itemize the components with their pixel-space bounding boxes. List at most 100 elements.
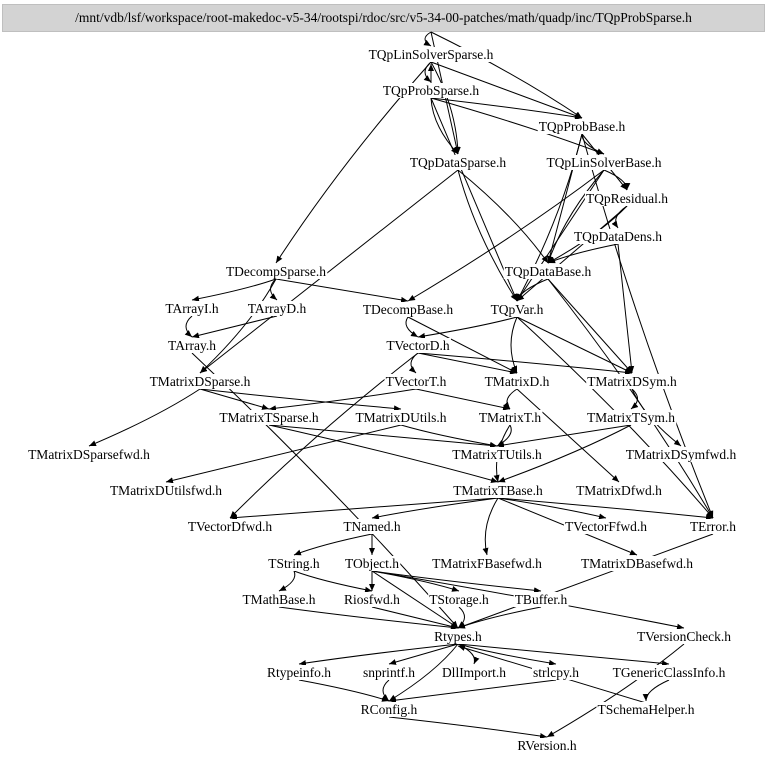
node-tqp-prob-sparse[interactable]: TQpProbSparse.h — [381, 83, 481, 98]
node-label[interactable]: TVersionCheck.h — [637, 629, 731, 644]
node-label[interactable]: TQpDataDens.h — [574, 229, 662, 244]
node-tqp-prob-base[interactable]: TQpProbBase.h — [537, 119, 627, 134]
node-tmatrix-t[interactable]: TMatrixT.h — [477, 410, 543, 425]
node-tarray-d[interactable]: TArrayD.h — [246, 301, 308, 316]
node-tgeneric-class-info[interactable]: TGenericClassInfo.h — [611, 665, 727, 680]
node-label[interactable]: TQpVar.h — [491, 302, 544, 317]
node-label[interactable]: TQpProbBase.h — [539, 119, 626, 134]
node-label[interactable]: TArrayI.h — [165, 301, 219, 316]
node-label[interactable]: TBuffer.h — [515, 592, 568, 607]
node-label[interactable]: TString.h — [268, 556, 320, 571]
node-label[interactable]: Riosfwd.h — [344, 592, 400, 607]
node-label[interactable]: TSchemaHelper.h — [597, 702, 694, 717]
node-label[interactable]: TMatrixDSym.h — [587, 374, 677, 389]
node-terror[interactable]: TError.h — [688, 519, 738, 534]
node-tmatrix-tsym[interactable]: TMatrixTSym.h — [585, 410, 677, 425]
node-tqp-var[interactable]: TQpVar.h — [489, 302, 545, 317]
node-label[interactable]: TMatrixTSparse.h — [219, 410, 319, 425]
node-label[interactable]: TMatrixDfwd.h — [576, 483, 662, 498]
node-label[interactable]: TMatrixFBasefwd.h — [432, 556, 542, 571]
node-tvector-dfwd[interactable]: TVectorDfwd.h — [186, 519, 274, 534]
node-tmatrix-d[interactable]: TMatrixD.h — [483, 374, 551, 389]
node-tmatrix-dutils[interactable]: TMatrixDUtils.h — [354, 410, 448, 425]
node-label[interactable]: TMatrixDSparsefwd.h — [28, 447, 150, 462]
node-tqp-data-dens[interactable]: TQpDataDens.h — [572, 229, 664, 244]
node-label[interactable]: TMatrixDSparse.h — [150, 374, 251, 389]
node-tdecomp-base[interactable]: TDecompBase.h — [361, 302, 455, 317]
node-label[interactable]: TNamed.h — [343, 519, 401, 534]
node-tdecomp-sparse[interactable]: TDecompSparse.h — [224, 264, 328, 279]
node-label[interactable]: RConfig.h — [361, 702, 418, 717]
node-tarray-i[interactable]: TArrayI.h — [164, 301, 220, 316]
node-label[interactable]: TVectorD.h — [386, 338, 450, 353]
node-tmatrix-dbasefwd[interactable]: TMatrixDBasefwd.h — [579, 556, 695, 571]
node-tqp-data-base[interactable]: TQpDataBase.h — [503, 264, 593, 279]
node-tstring[interactable]: TString.h — [267, 556, 321, 571]
node-label[interactable]: DllImport.h — [442, 665, 506, 680]
node-label[interactable]: TMatrixTSym.h — [587, 410, 675, 425]
node-rtypeinfo[interactable]: Rtypeinfo.h — [265, 665, 333, 680]
node-rversion[interactable]: RVersion.h — [516, 738, 578, 753]
node-tmatrix-tutils[interactable]: TMatrixTUtils.h — [451, 447, 544, 462]
node-tstorage[interactable]: TStorage.h — [428, 592, 491, 607]
node-label[interactable]: RVersion.h — [517, 738, 577, 753]
node-tmatrix-dsparse[interactable]: TMatrixDSparse.h — [148, 374, 252, 389]
node-tbuffer[interactable]: TBuffer.h — [513, 592, 569, 607]
node-rconfig[interactable]: RConfig.h — [359, 702, 419, 717]
node-tqp-data-sparse[interactable]: TQpDataSparse.h — [408, 155, 508, 170]
node-tqp-lin-solver-base[interactable]: TQpLinSolverBase.h — [545, 155, 663, 170]
node-tmatrix-fbasefwd[interactable]: TMatrixFBasefwd.h — [431, 556, 544, 571]
node-label[interactable]: TMatrixTUtils.h — [452, 447, 542, 462]
node-tobject[interactable]: TObject.h — [343, 556, 401, 571]
node-label[interactable]: TVectorFfwd.h — [565, 519, 647, 534]
node-tversion-check[interactable]: TVersionCheck.h — [635, 629, 733, 644]
node-label[interactable]: TMatrixDBasefwd.h — [581, 556, 693, 571]
node-label[interactable]: Rtypeinfo.h — [267, 665, 331, 680]
node-strlcpy[interactable]: strlcpy.h — [532, 665, 581, 680]
node-label[interactable]: TQpDataBase.h — [505, 264, 592, 279]
node-tmatrix-tbase[interactable]: TMatrixTBase.h — [452, 483, 545, 498]
node-label[interactable]: TMatrixDSymfwd.h — [626, 447, 737, 462]
node-tmath-base[interactable]: TMathBase.h — [241, 592, 317, 607]
node-label[interactable]: TQpLinSolverSparse.h — [369, 47, 494, 62]
node-label[interactable]: TMatrixD.h — [485, 374, 550, 389]
node-tnamed[interactable]: TNamed.h — [342, 519, 402, 534]
node-tvector-d[interactable]: TVectorD.h — [385, 338, 451, 353]
node-label[interactable]: TVectorDfwd.h — [188, 519, 273, 534]
node-snprintf[interactable]: snprintf.h — [361, 665, 417, 680]
node-tarray[interactable]: TArray.h — [167, 338, 218, 353]
node-tmatrix-dfwd[interactable]: TMatrixDfwd.h — [575, 483, 664, 498]
node-label[interactable]: TQpDataSparse.h — [410, 155, 507, 170]
node-label[interactable]: TStorage.h — [429, 592, 489, 607]
node-label[interactable]: TArrayD.h — [248, 301, 307, 316]
node-tmatrix-dutilsfwd[interactable]: TMatrixDUtilsfwd.h — [108, 483, 224, 498]
node-label[interactable]: TMathBase.h — [242, 592, 315, 607]
node-label[interactable]: TQpProbSparse.h — [383, 83, 480, 98]
node-label[interactable]: TMatrixT.h — [479, 410, 542, 425]
node-tmatrix-dsym[interactable]: TMatrixDSym.h — [586, 374, 679, 389]
file-header-node[interactable]: /mnt/vdb/lsf/workspace/root-makedoc-v5-3… — [2, 4, 765, 32]
node-label[interactable]: TError.h — [690, 519, 736, 534]
node-label[interactable]: TGenericClassInfo.h — [613, 665, 726, 680]
node-label[interactable]: snprintf.h — [363, 665, 415, 680]
node-label[interactable]: TArray.h — [168, 338, 216, 353]
node-rtypes[interactable]: Rtypes.h — [433, 629, 484, 644]
node-label[interactable]: TQpLinSolverBase.h — [546, 155, 661, 170]
node-tschema-helper[interactable]: TSchemaHelper.h — [596, 702, 696, 717]
node-label[interactable]: TMatrixDUtilsfwd.h — [110, 483, 222, 498]
node-tmatrix-tsparse[interactable]: TMatrixTSparse.h — [218, 410, 320, 425]
node-tqp-lin-solver-sparse[interactable]: TQpLinSolverSparse.h — [367, 47, 495, 62]
node-label[interactable]: TMatrixDUtils.h — [355, 410, 446, 425]
node-tqp-residual[interactable]: TQpResidual.h — [584, 191, 670, 206]
node-label[interactable]: TQpResidual.h — [586, 191, 668, 206]
node-tvector-ffwd[interactable]: TVectorFfwd.h — [563, 519, 649, 534]
node-tmatrix-dsymfwd[interactable]: TMatrixDSymfwd.h — [624, 447, 738, 462]
node-label[interactable]: Rtypes.h — [434, 629, 482, 644]
node-label[interactable]: TDecompBase.h — [363, 302, 454, 317]
node-tmatrix-dsparsefwd[interactable]: TMatrixDSparsefwd.h — [27, 447, 152, 462]
node-label[interactable]: TMatrixTBase.h — [453, 483, 543, 498]
node-label[interactable]: TVectorT.h — [386, 374, 447, 389]
node-label[interactable]: strlcpy.h — [533, 665, 579, 680]
node-dll-import[interactable]: DllImport.h — [440, 665, 508, 680]
node-label[interactable]: TObject.h — [345, 556, 399, 571]
